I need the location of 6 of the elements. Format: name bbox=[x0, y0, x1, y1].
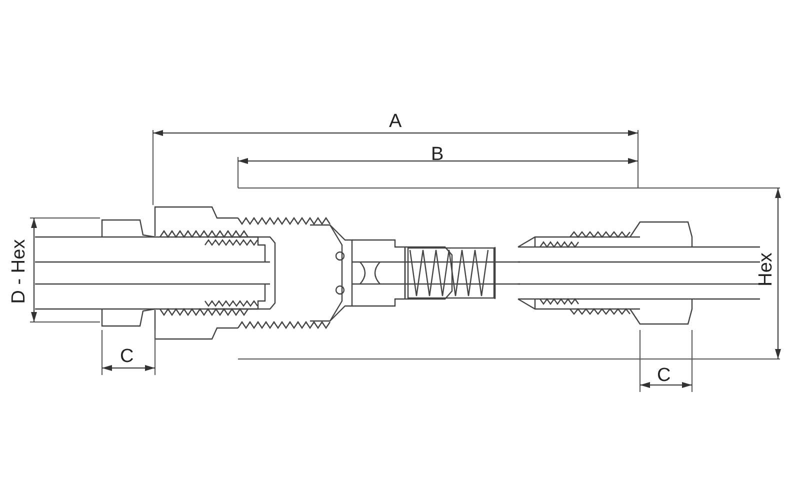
dimension-label: A bbox=[389, 112, 402, 131]
dimension-label: C bbox=[120, 347, 134, 366]
dimension-label: Hex bbox=[756, 252, 776, 286]
dimension-label: B bbox=[431, 145, 444, 164]
dimension-label: D - Hex bbox=[10, 239, 29, 304]
dimension-label: C bbox=[657, 366, 671, 385]
